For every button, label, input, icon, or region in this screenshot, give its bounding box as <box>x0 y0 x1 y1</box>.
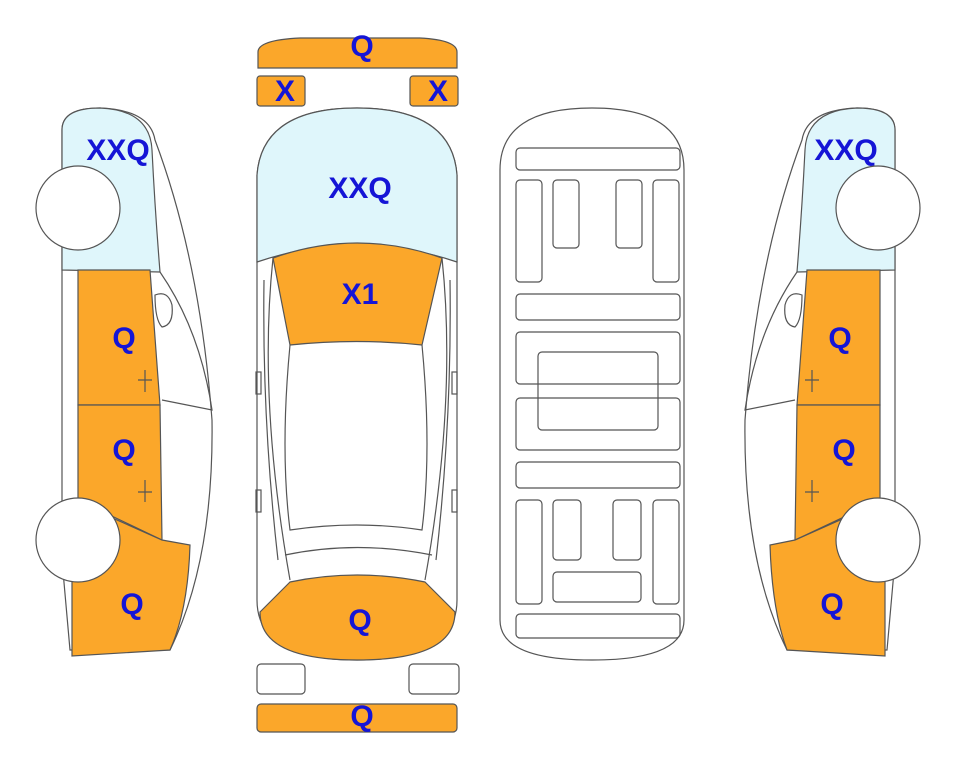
front-right-light-panel[interactable] <box>409 75 459 107</box>
front-bumper-panel[interactable] <box>257 37 458 69</box>
left-mirror-shape <box>154 293 173 328</box>
roof-front-label: X1 <box>342 278 379 311</box>
roof-outline <box>284 344 428 531</box>
right-mirror-shape <box>784 293 803 328</box>
left-front-door-label: Q <box>112 322 135 355</box>
left-window-frame <box>159 271 213 411</box>
left-inner-contour <box>263 279 279 561</box>
right-handle <box>451 489 458 513</box>
trunk-panel[interactable] <box>259 574 456 661</box>
trunk-label: Q <box>348 604 371 637</box>
front-right-light-label: X <box>428 75 448 108</box>
left-mirror <box>255 371 262 395</box>
right-rear-wheel <box>835 497 921 583</box>
left-side-contour <box>267 257 291 581</box>
left-front-glass-label: XXQ <box>86 134 149 167</box>
right-front-glass-label: XXQ <box>814 134 877 167</box>
rear-right-light-panel[interactable] <box>408 663 460 695</box>
left-rear-quarter-label: Q <box>120 588 143 621</box>
front-bumper-label: Q <box>350 30 373 63</box>
underbody-view <box>499 107 685 661</box>
right-inner-contour <box>435 279 451 561</box>
left-rear-door-label: Q <box>112 434 135 467</box>
right-rear-door-label: Q <box>832 434 855 467</box>
rear-left-light-panel[interactable] <box>256 663 306 695</box>
left-rear-wheel <box>35 497 121 583</box>
right-handle-1 <box>805 370 819 392</box>
left-handle-2 <box>138 480 152 502</box>
left-front-wheel <box>35 165 121 251</box>
rear-bumper-panel[interactable] <box>256 703 458 733</box>
rear-bumper-label: Q <box>350 700 373 733</box>
right-front-door-label: Q <box>828 322 851 355</box>
right-side-contour <box>424 257 448 581</box>
right-handle-2 <box>805 480 819 502</box>
left-handle <box>255 489 262 513</box>
front-left-light-panel[interactable] <box>256 75 306 107</box>
rear-window-line <box>284 546 433 556</box>
right-rear-quarter-label: Q <box>820 588 843 621</box>
left-handle-1 <box>138 370 152 392</box>
front-left-light-label: X <box>275 75 295 108</box>
windshield-label: XXQ <box>328 172 391 205</box>
right-front-wheel <box>835 165 921 251</box>
right-mirror <box>451 371 458 395</box>
right-window-frame <box>744 271 798 411</box>
